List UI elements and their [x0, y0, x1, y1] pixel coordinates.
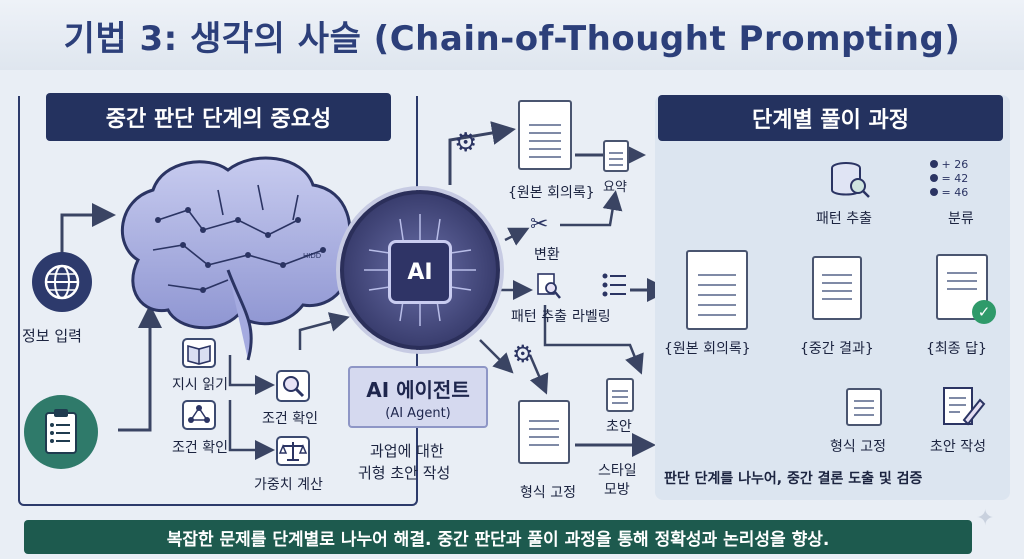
classify-values: + 26 = 42 = 46 [930, 158, 968, 200]
read-instructions-label: 지시 읽기 [172, 377, 228, 393]
gear-icon: ⚙ [512, 340, 534, 368]
original-minutes-doc [518, 100, 572, 170]
right-format-fix-label: 형식 고정 [830, 439, 886, 455]
footer-text: 복잡한 문제를 단계별로 나누어 해결. 중간 판단과 풀이 과정을 통해 정확… [166, 529, 830, 550]
ai-agent-label-box: AI 에이전트 (AI Agent) [348, 366, 488, 428]
final-answer-label: {최종 답} [926, 341, 987, 357]
nodes-icon [182, 400, 216, 430]
form-doc [846, 388, 882, 426]
classify-label: 분류 [948, 211, 974, 227]
check-conditions-left-label: 조건 확인 [172, 440, 228, 456]
right-original-minutes-label: {원본 회의록} [664, 341, 751, 357]
summary-label: 요약 [603, 180, 627, 195]
pattern-extract-mid-label: 패턴 추출 [511, 309, 567, 325]
format-fix-mid-label: 형식 고정 [520, 485, 576, 501]
magnifier-icon [276, 370, 310, 402]
classify-value-1: + 26 [930, 158, 968, 172]
pencil-doc-icon [938, 386, 986, 428]
pattern-search-icon [536, 272, 562, 300]
ai-agent-name-en: (AI Agent) [385, 406, 451, 421]
globe-icon [32, 252, 92, 312]
ai-agent-name: AI 에이전트 [366, 378, 470, 402]
info-input-label: 정보 입력 [22, 327, 82, 345]
summary-doc [603, 140, 629, 172]
labeling-label: 라벨링 [572, 309, 611, 325]
classify-value-2: = 42 [930, 172, 968, 186]
right-original-minutes-doc [686, 250, 748, 330]
title-bar: 기법 3: 생각의 사슬 (Chain-of-Thought Prompting… [0, 0, 1024, 70]
style-label-1: 스타일 [598, 463, 637, 479]
intermediate-label: {중간 결과} [800, 341, 874, 357]
original-minutes-mid-label: {원본 회의록} [508, 185, 595, 201]
compute-weights-label: 가중치 계산 [254, 477, 323, 493]
list-icon [600, 270, 630, 300]
gear-icon: ⚙ [454, 128, 478, 158]
page-title: 기법 3: 생각의 사슬 (Chain-of-Thought Prompting… [63, 18, 961, 59]
classify-value-3: = 46 [930, 186, 968, 200]
intermediate-doc [812, 256, 862, 320]
ai-chip-icon: AI [388, 240, 452, 304]
style-label-2: 모방 [604, 482, 630, 498]
ai-agent-desc-1: 과업에 대한 [370, 442, 444, 460]
check-icon: ✓ [972, 300, 996, 324]
brain-illustration: HIDD [108, 150, 368, 374]
right-pattern-extract-label: 패턴 추출 [816, 211, 872, 227]
left-panel-header: 중간 판단 단계의 중요성 [46, 93, 391, 141]
footer-bar: 복잡한 문제를 단계별로 나누어 해결. 중간 판단과 풀이 과정을 통해 정확… [24, 520, 972, 554]
book-icon [182, 338, 216, 368]
brain-tag: HIDD [303, 252, 321, 260]
database-search-icon [828, 160, 872, 200]
clipboard-icon [24, 395, 98, 469]
scale-icon [276, 436, 310, 466]
ai-agent-desc-2: 귀형 초안 작성 [358, 464, 451, 482]
draft-label: 초안 [606, 419, 632, 435]
sparkle-icon: ✦ [976, 506, 995, 531]
draft-doc [606, 378, 634, 412]
right-panel-caption: 판단 단계를 나누어, 중간 결론 도출 및 검증 [664, 471, 923, 487]
transform-icon: ✂ [530, 212, 549, 237]
transform-label: 변환 [534, 247, 560, 263]
check-conditions-mid-label: 조건 확인 [262, 411, 318, 427]
draft-writing-label: 초안 작성 [930, 439, 986, 455]
format-fix-doc [518, 400, 570, 464]
right-panel-header: 단계별 풀이 과정 [658, 95, 1003, 141]
